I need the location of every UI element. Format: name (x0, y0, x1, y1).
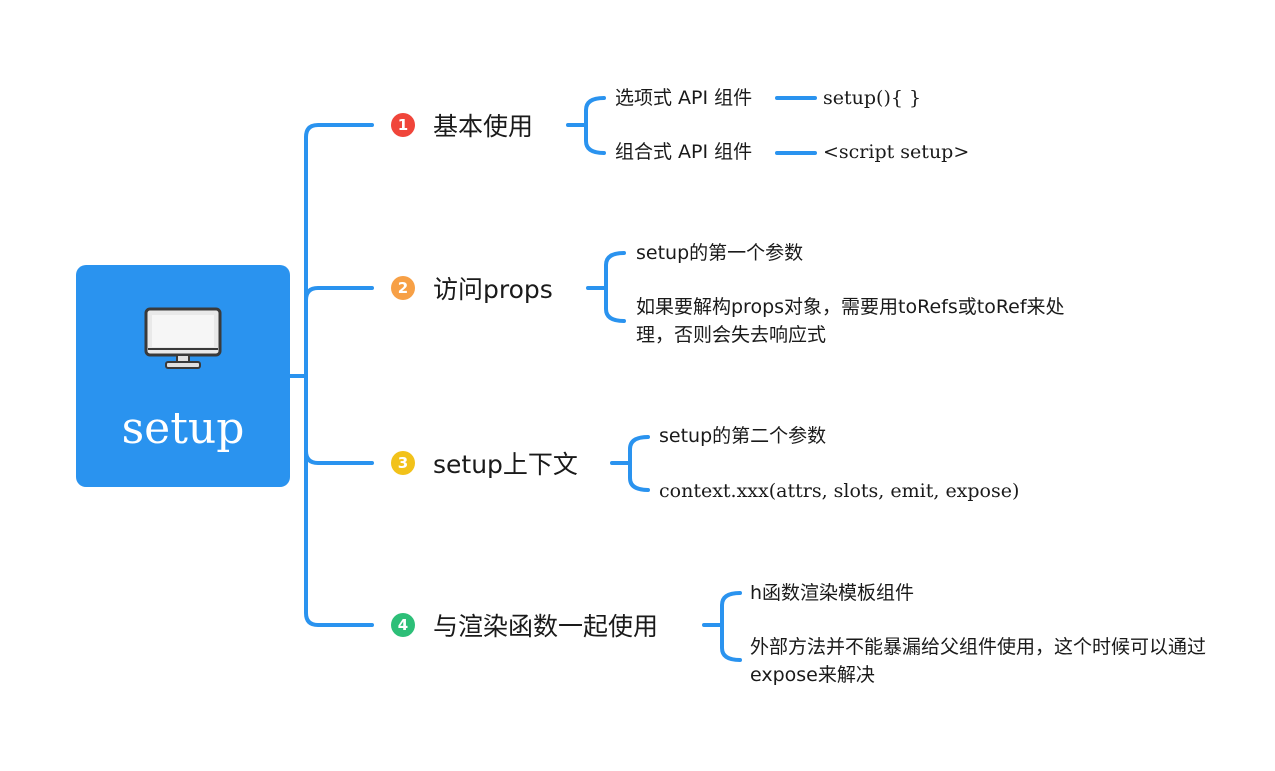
branch-4-subbracket (702, 591, 742, 662)
root-node[interactable]: setup (76, 265, 290, 487)
main-bracket (304, 123, 374, 627)
leaf-second-param[interactable]: setup的第二个参数 (659, 425, 827, 447)
branch-2-subbracket (586, 251, 626, 323)
branch-2-connector (304, 286, 374, 302)
leaf-composition-api-value[interactable]: <script setup> (823, 141, 970, 163)
branch-3-connector (304, 449, 374, 465)
monitor-icon (144, 307, 222, 369)
branch-1-subbracket (566, 96, 606, 155)
leaf-destructure-props[interactable]: 如果要解构props对象，需要用toRefs或toRef来处理，否则会失去响应式 (636, 296, 1065, 346)
branch-label: setup上下文 (433, 450, 578, 479)
number-badge: 4 (391, 613, 415, 637)
leaf-options-api[interactable]: 选项式 API 组件 (615, 87, 753, 109)
leaf-expose-note[interactable]: 外部方法并不能暴漏给父组件使用，这个时候可以通过expose来解决 (750, 636, 1207, 686)
branch-basic-usage[interactable]: 1 基本使用 (391, 108, 533, 142)
branch-render-function[interactable]: 4 与渲染函数一起使用 (391, 608, 658, 642)
branch-label: 基本使用 (433, 112, 534, 141)
leaf-context-members[interactable]: context.xxx(attrs, slots, emit, expose) (659, 480, 1020, 502)
number-badge: 2 (391, 276, 415, 300)
branch-setup-context[interactable]: 3 setup上下文 (391, 446, 578, 480)
leaf-composition-api[interactable]: 组合式 API 组件 (615, 141, 753, 163)
leaf-first-param[interactable]: setup的第一个参数 (636, 242, 804, 264)
number-badge: 1 (391, 113, 415, 137)
branch-3-subbracket (610, 435, 650, 492)
branch-access-props[interactable]: 2 访问props (391, 271, 553, 305)
number-badge: 3 (391, 451, 415, 475)
branch-label: 访问props (433, 275, 553, 304)
branch-label: 与渲染函数一起使用 (433, 612, 659, 641)
root-title: setup (121, 403, 245, 454)
leaf-h-function[interactable]: h函数渲染模板组件 (750, 582, 915, 604)
leaf-options-api-value[interactable]: setup(){ } (823, 87, 922, 109)
